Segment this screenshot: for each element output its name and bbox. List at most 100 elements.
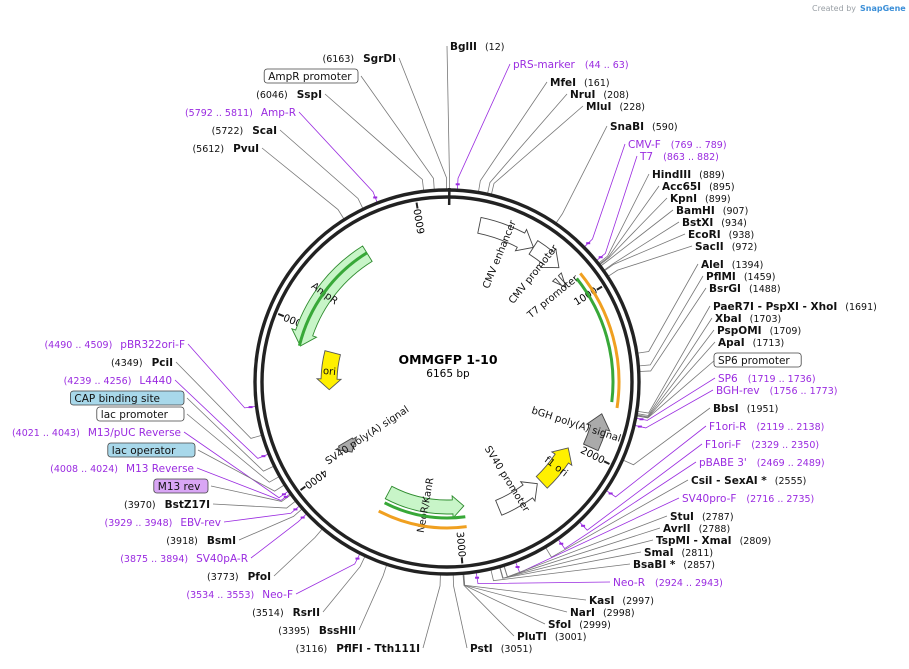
feature-box-lac-promoter[interactable] <box>96 406 185 422</box>
enzyme-label-psti[interactable]: PstI(3051) <box>470 643 532 655</box>
leader-line <box>186 413 280 483</box>
enzyme-label-bsabi[interactable]: BsaBI *(2857) <box>633 559 715 571</box>
enzyme-label-csii-sexai[interactable]: CsiI - SexAI *(2555) <box>691 475 806 487</box>
enzyme-label-pspomi[interactable]: PspOMI(1709) <box>717 325 801 337</box>
enzyme-label-xbai[interactable]: XbaI(1703) <box>715 313 781 325</box>
primer-label-neo-f[interactable]: (3534 .. 3553)Neo-F <box>186 589 293 601</box>
enzyme-label-bsmi[interactable]: (3918) BsmI <box>166 535 236 547</box>
tick-label: 3000 <box>454 531 467 557</box>
primer-label-l4440[interactable]: (4239 .. 4256)L4440 <box>64 375 172 387</box>
primer-label-ebv-rev[interactable]: (3929 .. 3948)EBV-rev <box>105 517 222 529</box>
primer-site-marker <box>581 524 586 527</box>
enzyme-label-sfoi[interactable]: SfoI(2999) <box>548 619 611 631</box>
enzyme-label-pvui[interactable]: (5612) PvuI <box>192 143 259 155</box>
primer-label-sp6[interactable]: SP6(1719 .. 1736) <box>718 373 816 385</box>
enzyme-label-smai[interactable]: SmaI(2811) <box>644 547 713 559</box>
primer-site-marker <box>373 196 378 199</box>
enzyme-label-pflfi-tth111i[interactable]: (3116) PflFI - Tth111I <box>296 643 420 655</box>
enzyme-label-sacii[interactable]: SacII(972) <box>695 241 757 253</box>
enzyme-label-hindiii[interactable]: HindIII(889) <box>652 169 725 181</box>
primer-label-f1ori-r[interactable]: F1ori-R(2119 .. 2138) <box>709 421 824 433</box>
enzyme-label-nrui[interactable]: NruI(208) <box>570 89 629 101</box>
enzyme-label-nari[interactable]: NarI(2998) <box>570 607 635 619</box>
primer-site-marker <box>455 183 460 186</box>
primer-site-marker <box>283 495 288 498</box>
enzyme-label-acc65i[interactable]: Acc65I(895) <box>662 181 735 193</box>
feature-box-ampr-promoter[interactable] <box>263 68 359 84</box>
enzyme-label-mfei[interactable]: MfeI(161) <box>550 77 610 89</box>
primer-label-sv40pa-r[interactable]: (3875 .. 3894)SV40pA-R <box>120 553 248 565</box>
enzyme-label-pcii[interactable]: (4349) PciI <box>111 357 173 369</box>
primer-binding-arc <box>297 251 368 347</box>
leader-line <box>273 528 323 577</box>
primer-label-neo-r[interactable]: Neo-R(2924 .. 2943) <box>613 577 723 589</box>
primer-label-bgh-rev[interactable]: BGH-rev(1756 .. 1773) <box>716 385 837 397</box>
primer-label-pbr322ori-f[interactable]: (4490 .. 4509)pBR322ori-F <box>44 339 185 351</box>
primer-label-t7[interactable]: T7(863 .. 882) <box>639 151 719 163</box>
feature-box-lac-operator[interactable] <box>107 442 196 458</box>
feature-box-sp6-promoter[interactable] <box>713 352 802 368</box>
enzyme-label-bsshii[interactable]: (3395) BssHII <box>278 625 356 637</box>
enzyme-label-bsrgi[interactable]: BsrGI(1488) <box>709 283 781 295</box>
enzyme-label-stui[interactable]: StuI(2787) <box>670 511 734 523</box>
enzyme-label-kpni[interactable]: KpnI(899) <box>670 193 731 205</box>
feature-sv40-poly-a-signal[interactable] <box>334 436 358 453</box>
enzyme-label-tspmi-xmai[interactable]: TspMI - XmaI(2809) <box>656 535 771 547</box>
enzyme-label-snabi[interactable]: SnaBI(590) <box>610 121 678 133</box>
enzyme-label-pfoi[interactable]: (3773) PfoI <box>207 571 271 583</box>
enzyme-label-alei[interactable]: AleI(1394) <box>701 259 763 271</box>
leader-line <box>478 81 548 192</box>
site-labels: BglII(12) pRS-marker(44 .. 63) MfeI(161)Nr… <box>12 41 877 655</box>
enzyme-label-avrii[interactable]: AvrII(2788) <box>663 523 730 535</box>
primer-label-pbabe-3[interactable]: pBABE 3'(2469 .. 2489) <box>699 457 825 469</box>
feature-box-cap-binding-site[interactable] <box>70 390 185 406</box>
feature-ampr[interactable] <box>291 245 373 347</box>
enzyme-label-bstxi[interactable]: BstXI(934) <box>682 217 747 229</box>
enzyme-label-pflmi[interactable]: PflMI(1459) <box>706 271 775 283</box>
feature-neor-kanr[interactable] <box>384 485 465 519</box>
backbone-inner-ring <box>260 195 634 569</box>
leader-line <box>637 329 715 418</box>
feature-ori[interactable] <box>315 350 343 391</box>
feature-cmv-promoter[interactable] <box>528 240 560 269</box>
enzyme-label-sspi[interactable]: (6046) SspI <box>256 89 322 101</box>
primer-label-f1ori-f[interactable]: F1ori-F(2329 .. 2350) <box>705 439 819 451</box>
primer-label-sv40pro-f[interactable]: SV40pro-F(2716 .. 2735) <box>682 493 814 505</box>
enzyme-label-bglii[interactable]: BglII(12) <box>450 41 504 53</box>
enzyme-label-kasi[interactable]: KasI(2997) <box>589 595 654 607</box>
enzyme-label-bbsi[interactable]: BbsI(1951) <box>713 403 778 415</box>
feature-cmv-enhancer[interactable] <box>477 216 535 252</box>
primer-binding-arc <box>383 501 466 520</box>
primer-label-cmv-f[interactable]: CMV-F(769 .. 789) <box>628 139 727 151</box>
enzyme-label-mlui[interactable]: MluI(228) <box>586 101 645 113</box>
enzyme-label-sgrdi[interactable]: (6163) SgrDI <box>323 53 397 65</box>
enzyme-label-ecori[interactable]: EcoRI(938) <box>688 229 754 241</box>
enzyme-label-bstz17i[interactable]: (3970) BstZ17I <box>124 499 210 511</box>
tick-mark <box>415 202 419 209</box>
leader-line <box>457 63 511 190</box>
enzyme-label-rsrii[interactable]: (3514) RsrII <box>252 607 320 619</box>
enzyme-label-bamhi[interactable]: BamHI(907) <box>676 205 748 217</box>
tick-label: 6000 <box>413 208 428 235</box>
primer-label-m13-puc-reverse[interactable]: (4021 .. 4043)M13/pUC Reverse <box>12 427 181 439</box>
leader-line <box>186 397 274 472</box>
feature-f1-ori[interactable] <box>535 447 573 489</box>
primer-site-marker <box>248 406 253 409</box>
primer-label-prs-marker[interactable]: pRS-marker(44 .. 63) <box>513 59 629 71</box>
primer-label-amp-r[interactable]: (5792 .. 5811)Amp-R <box>185 107 296 119</box>
enzyme-label-pluti[interactable]: PluTI(3001) <box>517 631 586 643</box>
leader-line <box>360 75 435 190</box>
feature-box-m13-rev[interactable] <box>153 478 209 494</box>
leader-line <box>637 305 711 414</box>
primer-site-marker <box>515 566 520 569</box>
feature-t7-promoter[interactable] <box>551 272 567 289</box>
feature-bgh-poly-a-signal[interactable] <box>582 413 611 452</box>
primer-site-marker <box>300 516 305 519</box>
enzyme-label-paer7i-pspxi-xhoi[interactable]: PaeR7I - PspXI - XhoI(1691) <box>713 301 877 313</box>
leader-line <box>491 105 584 195</box>
enzyme-label-scai[interactable]: (5722) ScaI <box>212 125 277 137</box>
primer-label-m13-reverse[interactable]: (4008 .. 4024)M13 Reverse <box>50 463 194 475</box>
enzyme-label-apai[interactable]: ApaI(1713) <box>718 337 784 349</box>
feature-sv40-promoter[interactable] <box>495 481 538 516</box>
